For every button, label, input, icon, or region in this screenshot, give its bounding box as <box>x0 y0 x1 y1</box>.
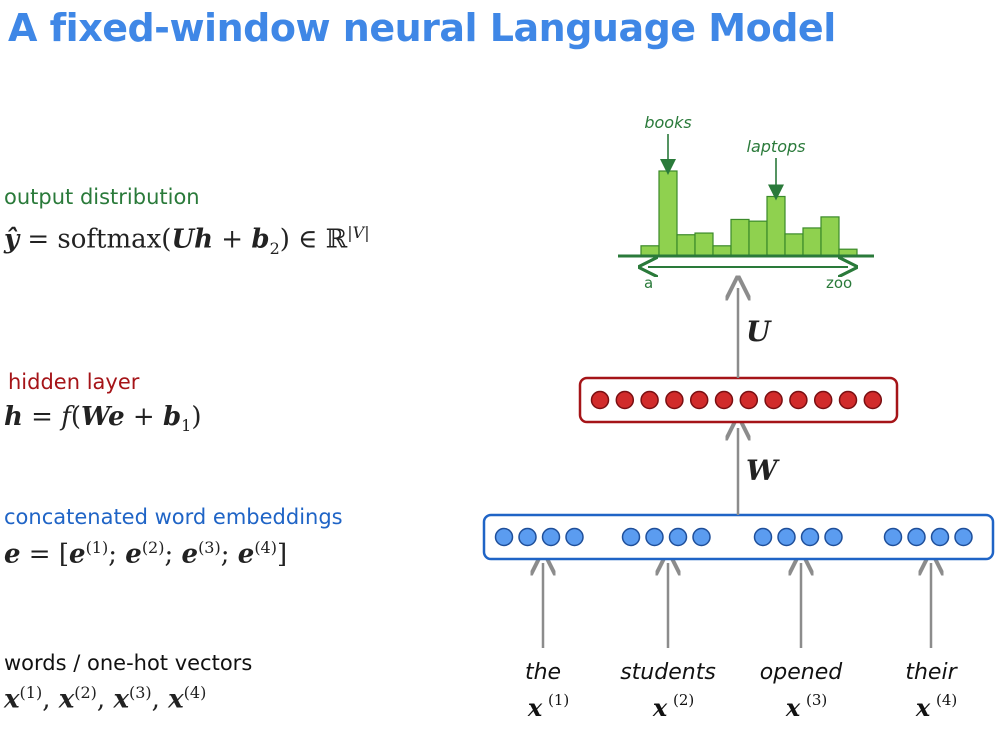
vocab-start-label: a <box>644 274 653 292</box>
hidden-unit <box>689 390 709 410</box>
histogram-annotations: books laptops <box>644 113 806 201</box>
hidden-unit <box>789 390 808 410</box>
hidden-unit <box>764 390 783 410</box>
matrix-u-label: U <box>746 315 772 348</box>
hidden-equation: h = f(We + b1) <box>4 402 202 436</box>
embedding-unit <box>777 527 796 547</box>
hidden-unit <box>863 390 883 410</box>
input-word: opened <box>760 660 843 685</box>
embedding-unit <box>692 527 711 547</box>
embedding-unit <box>645 527 664 547</box>
hidden-unit <box>813 390 833 410</box>
input-words: the x (1) students x (2) opened x (3) their x (4) <box>525 660 959 722</box>
vocab-end-label: zoo <box>826 274 852 292</box>
histogram-bar <box>640 245 660 257</box>
input-vector-index: (2) <box>673 691 694 709</box>
histogram-bar <box>784 233 804 257</box>
histogram-bar <box>730 218 750 257</box>
histogram-bar <box>820 216 840 257</box>
hidden-unit <box>665 390 684 410</box>
histogram-bar <box>658 170 678 257</box>
histogram-bar <box>766 195 786 257</box>
input-vector-index: (3) <box>806 691 827 709</box>
embedding-units <box>494 527 973 547</box>
input-vector-var: x <box>915 693 931 722</box>
hidden-unit <box>615 390 635 410</box>
histogram-annotation-label: laptops <box>747 137 806 156</box>
histogram-annotation-label: books <box>644 113 691 132</box>
embedding-unit <box>494 527 514 547</box>
embedding-unit <box>668 527 688 547</box>
histogram-bar <box>712 245 732 257</box>
input-word: the <box>525 660 561 685</box>
input-arrows <box>543 563 931 648</box>
hidden-unit <box>714 390 734 410</box>
input-word: their <box>905 660 958 685</box>
input-vector-var: x <box>652 693 668 722</box>
histogram-bar <box>802 227 822 257</box>
hidden-unit <box>590 390 610 410</box>
hidden-unit <box>838 390 858 410</box>
embedding-unit <box>883 527 903 547</box>
output-distribution-histogram <box>640 170 858 257</box>
histogram-bar <box>676 234 696 257</box>
hidden-unit <box>640 390 659 410</box>
embeddings-label: concatenated word embeddings <box>4 505 343 529</box>
embedding-unit <box>954 527 973 547</box>
embedding-unit <box>541 527 561 547</box>
histogram-bar <box>694 232 714 257</box>
page-title: A fixed-window neural Language Model <box>8 6 836 50</box>
embedding-unit <box>800 527 820 547</box>
words-label: words / one-hot vectors <box>4 651 253 675</box>
matrix-w-label: W <box>746 454 780 487</box>
input-word: students <box>620 660 716 685</box>
output-distribution-label: output distribution <box>4 185 200 209</box>
words-equation: x(1), x(2), x(3), x(4) <box>4 683 207 715</box>
input-vector-index: (4) <box>936 691 957 709</box>
hidden-units <box>590 390 883 410</box>
embedding-unit <box>565 527 584 547</box>
input-vector-var: x <box>785 693 801 722</box>
histogram-bar <box>748 220 768 257</box>
embedding-unit <box>824 527 843 547</box>
embeddings-equation: e = [e(1); e(2); e(3); e(4)] <box>4 538 288 570</box>
embedding-unit <box>753 527 773 547</box>
output-equation: ŷ = softmax(Uh + b2) ∈ ℝ|V| <box>4 223 370 258</box>
embedding-unit <box>621 527 641 547</box>
hidden-unit <box>739 390 759 410</box>
input-vector-index: (1) <box>548 691 569 709</box>
hidden-layer-label: hidden layer <box>8 370 140 394</box>
embedding-unit <box>930 527 950 547</box>
embedding-unit <box>518 527 537 547</box>
embedding-unit <box>907 527 926 547</box>
input-vector-var: x <box>527 693 543 722</box>
